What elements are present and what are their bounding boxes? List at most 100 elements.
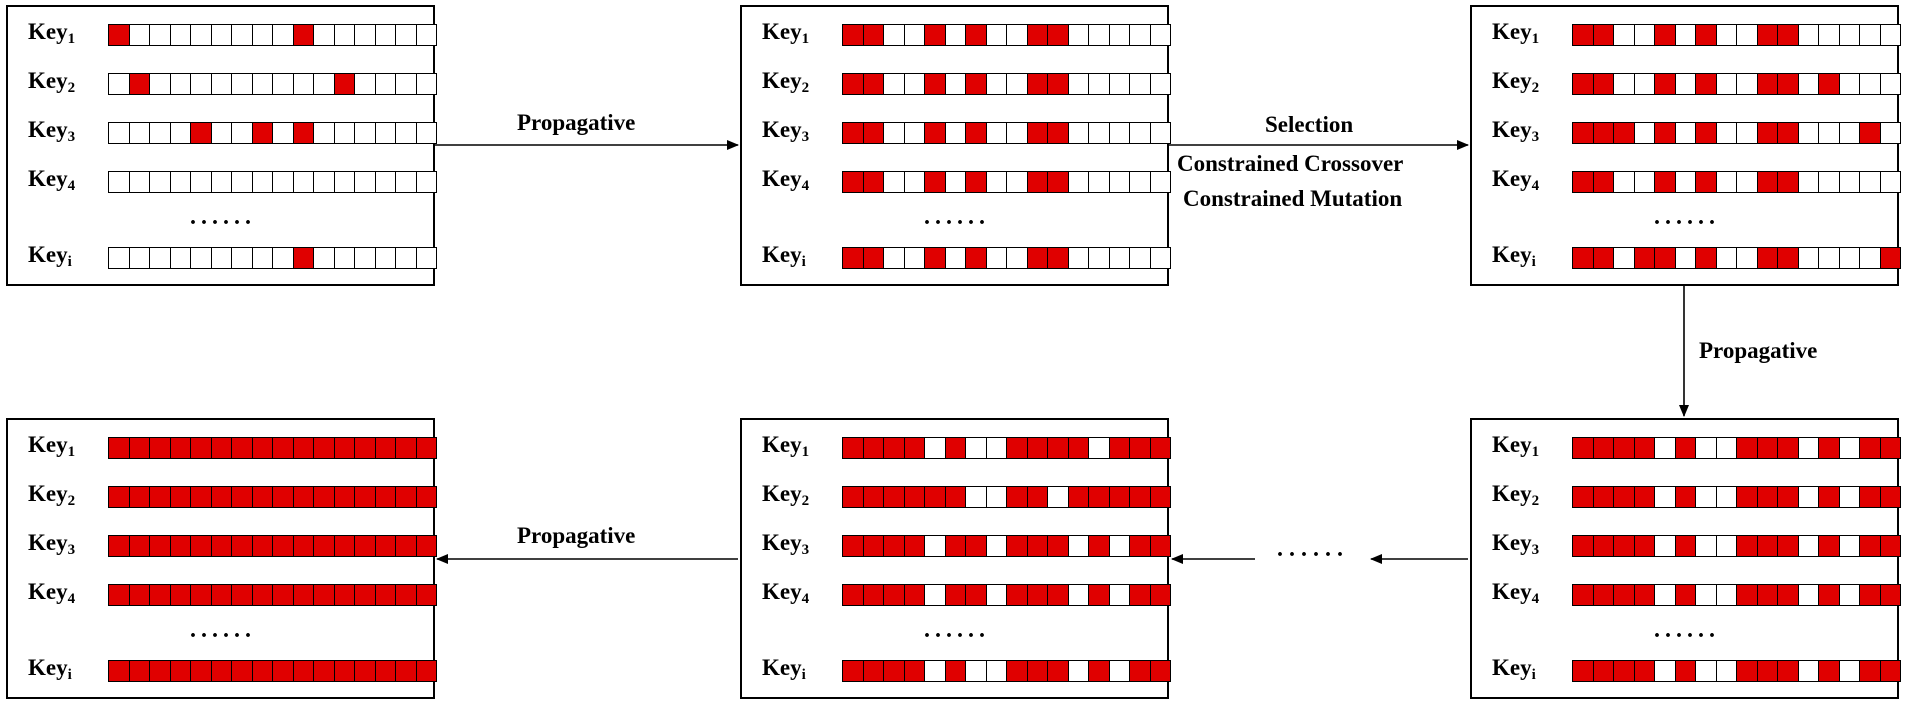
bit-cell-filled [252,123,273,143]
key-label: Key3 [762,529,810,558]
bit-cell-empty [1089,25,1110,45]
bit-cell-filled [273,661,294,681]
key-label: Key2 [762,67,810,96]
bit-cell-empty [1860,74,1881,94]
bit-cell-empty [966,661,987,681]
bit-cell-filled [334,585,355,605]
bit-cell-empty [1716,248,1737,268]
bit-cell-filled [109,438,130,458]
flow-ellipsis: ······ [1276,542,1349,568]
bit-cell-filled [1593,123,1614,143]
key-label: Key2 [28,67,76,96]
bit-cell-filled [109,25,130,45]
key-bit-array [842,122,1171,144]
bit-cell-empty [1880,25,1900,45]
bit-cell-empty [355,74,376,94]
bit-cell-empty [211,25,232,45]
bit-cell-empty [986,536,1007,556]
key-bit-array [842,24,1171,46]
bit-cell-empty [1130,74,1151,94]
bit-cell-empty [355,123,376,143]
bit-cell-filled [1007,536,1028,556]
key-row: Key3 [28,530,437,558]
bit-cell-empty [1634,172,1655,192]
bit-cell-empty [1716,585,1737,605]
bit-cell-filled [1737,585,1758,605]
bit-cell-filled [1614,536,1635,556]
bit-cell-empty [1109,248,1130,268]
bit-cell-empty [1860,248,1881,268]
bit-cell-empty [1614,172,1635,192]
bit-cell-filled [925,487,946,507]
bit-cell-empty [170,248,191,268]
key-bit-array [1572,122,1901,144]
key-label: Keyi [762,654,806,683]
bit-cell-filled [273,487,294,507]
key-row: Key1 [1492,19,1901,47]
bit-cell-filled [863,438,884,458]
bit-cell-filled [109,487,130,507]
key-bit-array [1572,171,1901,193]
bit-cell-empty [170,74,191,94]
bit-cell-empty [211,74,232,94]
bit-cell-empty [884,248,905,268]
bit-cell-empty [1860,25,1881,45]
bit-cell-empty [273,172,294,192]
bit-cell-filled [396,536,417,556]
key-label: Key2 [762,480,810,509]
bit-cell-empty [904,74,925,94]
bit-cell-filled [191,487,212,507]
bit-cell-empty [1048,487,1069,507]
bit-cell-filled [1757,585,1778,605]
bit-cell-filled [1130,536,1151,556]
bit-cell-empty [1798,536,1819,556]
key-bit-array [108,122,437,144]
bit-cell-empty [1880,172,1900,192]
bit-cell-filled [1737,438,1758,458]
bit-cell-filled [211,536,232,556]
bit-cell-empty [1839,74,1860,94]
bit-cell-filled [1027,487,1048,507]
bit-cell-filled [863,661,884,681]
bit-cell-empty [1089,123,1110,143]
bit-cell-empty [129,123,150,143]
bit-cell-empty [986,487,1007,507]
rows-ellipsis: ······ [1653,210,1720,236]
bit-cell-empty [986,123,1007,143]
rows-ellipsis: ······ [1653,623,1720,649]
bit-cell-filled [843,438,864,458]
bit-cell-filled [1089,585,1110,605]
bit-cell-empty [1880,123,1900,143]
bit-cell-empty [1089,248,1110,268]
bit-cell-empty [355,172,376,192]
bit-cell-filled [884,536,905,556]
bit-cell-filled [1757,661,1778,681]
bit-cell-empty [1007,123,1028,143]
key-bit-array [108,584,437,606]
bit-cell-empty [986,438,1007,458]
bit-cell-filled [314,661,335,681]
label-constrained-mutation: Constrained Mutation [1183,186,1403,211]
bit-cell-filled [1819,661,1840,681]
bit-cell-empty [211,172,232,192]
bit-cell-filled [1593,536,1614,556]
key-label: Key2 [28,480,76,509]
bit-cell-filled [1027,248,1048,268]
bit-cell-empty [1880,74,1900,94]
bit-cell-empty [232,25,253,45]
bit-cell-filled [884,661,905,681]
bit-cell-empty [1089,74,1110,94]
bit-cell-empty [986,172,1007,192]
bit-cell-filled [1860,585,1881,605]
bit-cell-empty [925,536,946,556]
bit-cell-filled [191,536,212,556]
bit-cell-filled [945,487,966,507]
bit-cell-filled [1007,438,1028,458]
bit-cell-filled [396,438,417,458]
key-label: Key4 [1492,578,1540,607]
bit-cell-filled [1027,438,1048,458]
bit-cell-empty [1798,123,1819,143]
bit-cell-filled [1027,172,1048,192]
bit-cell-empty [945,248,966,268]
